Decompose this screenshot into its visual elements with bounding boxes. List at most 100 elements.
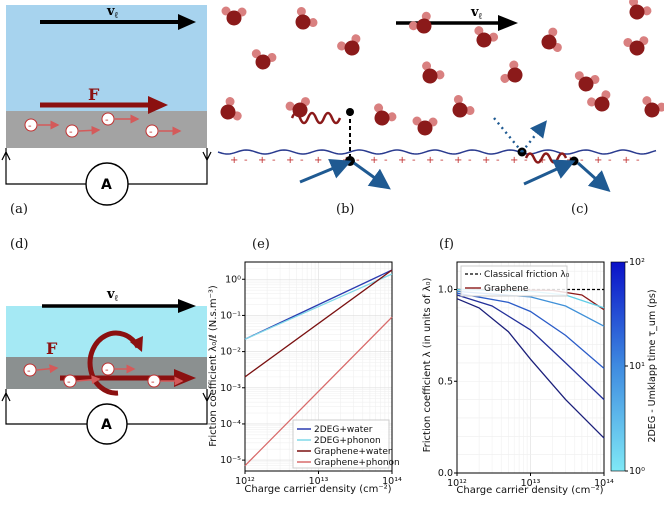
oxygen-atom (226, 10, 242, 26)
velocity-arrowhead (178, 14, 196, 30)
panel-bc: vℓ +-+-+-+-+-+-+-+-+-+-+-+-+-+-+- (b) (c… (217, 0, 664, 217)
panel-label-a: (a) (10, 202, 28, 217)
x-axis-label: Charge carrier density (cm⁻²) (244, 484, 391, 495)
hydrogen-atom (453, 94, 463, 104)
water-molecule (251, 49, 277, 70)
circuit-arrow (1, 391, 11, 402)
y-tick-label: 10⁻¹ (220, 310, 241, 321)
water-molecule (374, 103, 397, 126)
charge-sign: + (230, 155, 238, 166)
incoming-arrow (299, 159, 352, 184)
y-tick-label: 1.0 (438, 285, 453, 296)
charge-sign: - (384, 155, 388, 166)
hydrogen-atom (408, 21, 418, 31)
colorbar-tick-label: 10² (629, 257, 645, 268)
oxygen-atom (416, 18, 432, 34)
water-region (6, 306, 207, 357)
oxygen-atom (594, 96, 610, 112)
charge-sign: + (258, 155, 266, 166)
surface-line (217, 149, 657, 155)
series-line (456, 292, 605, 369)
velocity-label: vℓ (106, 4, 119, 21)
force-arrowhead (148, 96, 168, 114)
oxygen-atom (629, 4, 645, 20)
electron: - (101, 362, 136, 376)
water-molecule (642, 96, 664, 118)
svg-text:-: - (28, 121, 32, 132)
y-tick-label: 10⁻⁴ (220, 419, 241, 430)
panel-a: vℓ F - - - - A (a) (1, 4, 212, 217)
outgoing-arrow (353, 161, 391, 190)
charge-sign: + (454, 155, 462, 166)
electron: - (24, 118, 60, 132)
charge-sign: + (594, 155, 602, 166)
water-molecule (574, 71, 600, 92)
hydrogen-atom (500, 73, 510, 83)
charge-sign: - (272, 155, 276, 166)
ammeter (85, 162, 129, 206)
grid (456, 262, 605, 473)
hydrogen-atom (642, 96, 652, 106)
panel-label-e: (e) (252, 237, 270, 252)
series-line (244, 273, 393, 340)
charge-sign: + (426, 155, 434, 166)
y-axis-label: Friction coefficient λ₀/ℓ (N.s.m⁻³) (208, 285, 219, 447)
legend-label: 2DEG+phonon (314, 436, 381, 446)
circuit-arrow (202, 392, 212, 403)
svg-text:-: - (149, 127, 153, 138)
panel-label-c: (c) (571, 202, 588, 217)
ammeter-label: A (101, 417, 112, 433)
water-molecule (422, 61, 445, 84)
y-tick-label: 10⁻² (220, 347, 241, 358)
y-tick-label: 10⁰ (225, 274, 241, 285)
legend-label: 2DEG+water (314, 425, 373, 435)
hydrogen-atom (629, 0, 639, 7)
water-molecule (541, 27, 562, 52)
x-axis-label: Charge carrier density (cm⁻²) (456, 485, 603, 496)
x-tick-label: 10¹³ (309, 476, 329, 487)
charge-sign: - (300, 155, 304, 166)
hydrogen-atom (422, 61, 432, 71)
oxygen-atom (422, 68, 438, 84)
water-molecule (408, 11, 432, 34)
hydrogen-atom (623, 37, 633, 47)
x-tick-label: 10¹² (447, 478, 467, 489)
oxygen-atom (417, 120, 433, 136)
charge-sign: - (440, 155, 444, 166)
charge-sign: + (314, 155, 322, 166)
electrons: - - - - (24, 112, 182, 138)
hydrogen-atom (374, 103, 384, 113)
series-line (244, 316, 393, 467)
legend: 2DEG+water2DEG+phononGraphene+waterGraph… (297, 425, 400, 468)
svg-text:-: - (69, 127, 73, 138)
colorbar-label: 2DEG - Umklapp time τ_um (ps) (647, 289, 658, 442)
panel-d: vℓ F - - - - A (d) (1, 237, 212, 445)
legend-box (292, 419, 390, 469)
legend-label: Classical friction λ₀ (484, 270, 570, 280)
charge-sign: - (608, 155, 612, 166)
charge-sign: - (580, 155, 584, 166)
water-molecule (412, 116, 438, 136)
electron: - (23, 363, 59, 377)
hydrogen-atom (296, 6, 306, 16)
charge-sign: + (398, 155, 406, 166)
ammeter-label: A (101, 177, 112, 193)
charge-sign: + (370, 155, 378, 166)
electron: - (101, 112, 140, 126)
y-tick-label: 10⁻³ (220, 383, 241, 394)
x-tick-label: 10¹⁴ (382, 476, 402, 487)
hydrogen-atom (509, 60, 519, 70)
hydrogen-atom (285, 101, 295, 111)
electron: - (145, 124, 182, 138)
hydrogen-atom (337, 41, 347, 51)
hydrogen-atom (225, 97, 235, 107)
oxygen-atom (255, 54, 271, 70)
force-label: F (88, 85, 100, 104)
charge-sign: - (244, 155, 248, 166)
charge-sign: - (636, 155, 640, 166)
spring (524, 152, 568, 164)
svg-text:-: - (27, 366, 31, 377)
